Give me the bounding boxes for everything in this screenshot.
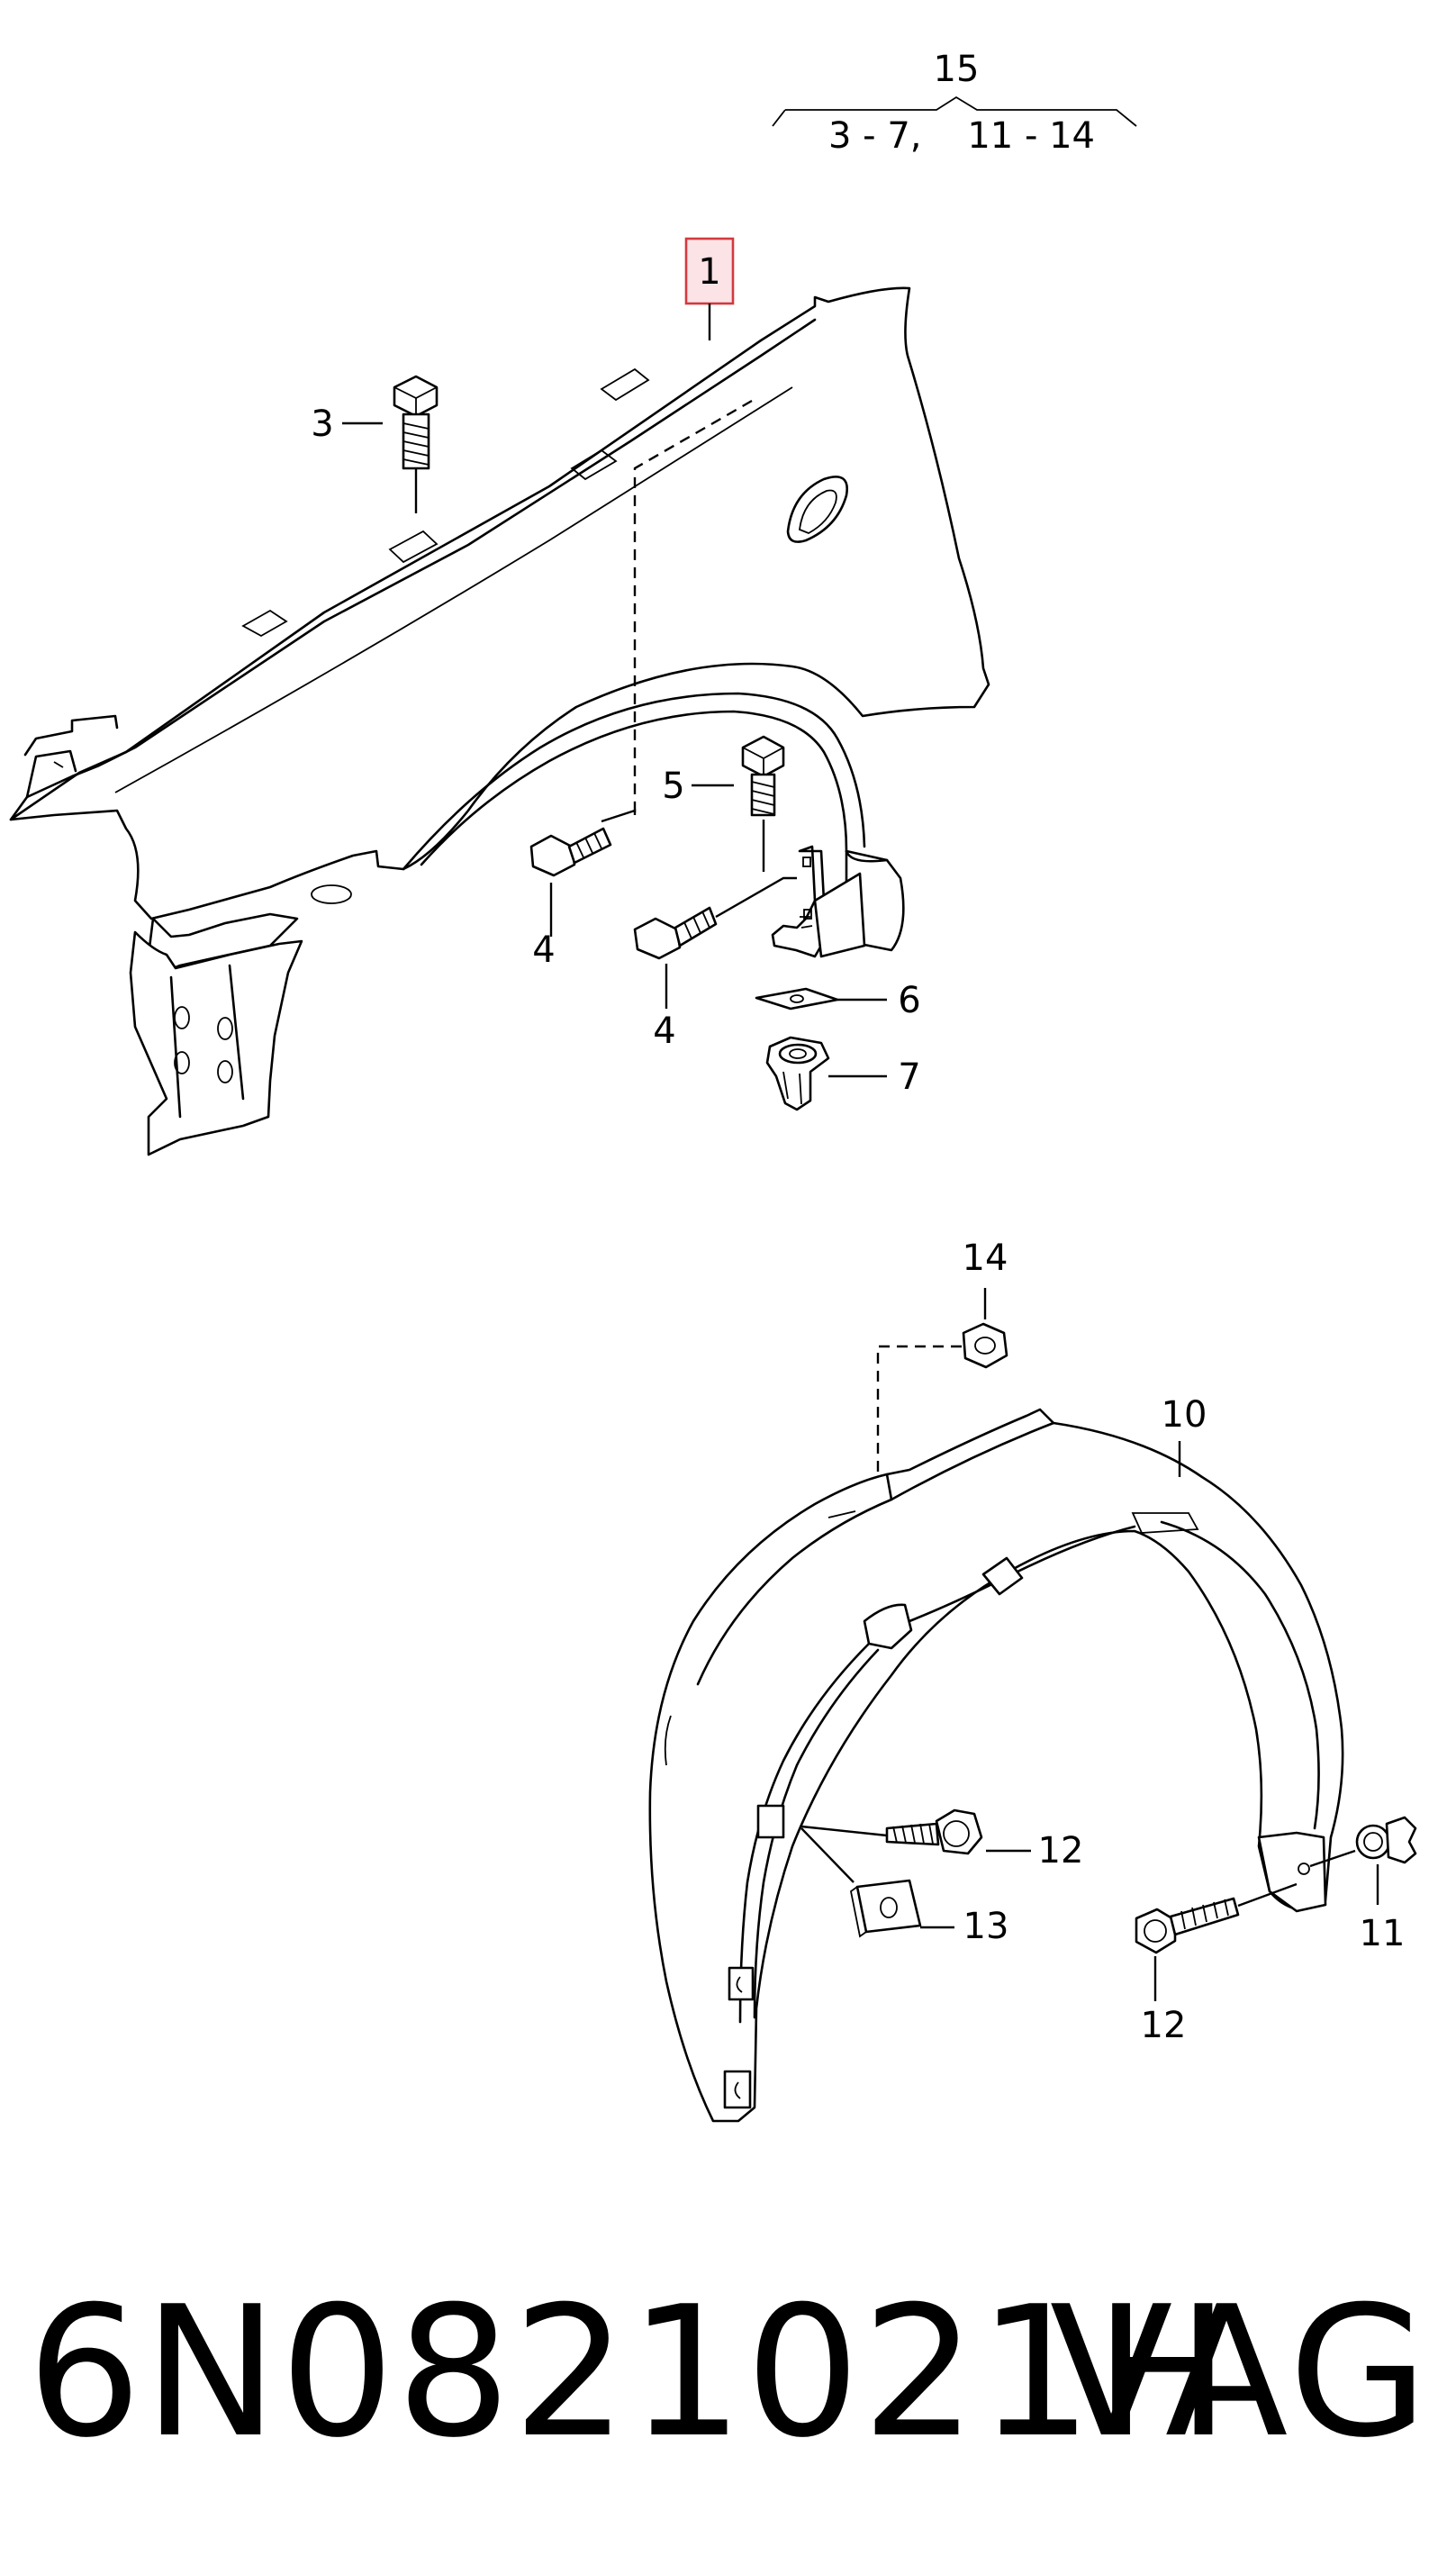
clip-nut-7 bbox=[765, 1036, 887, 1111]
bolt-5 bbox=[692, 735, 785, 872]
screw-12-lower bbox=[1135, 1882, 1298, 2001]
caption-bar: 6N0821021H VAG bbox=[27, 2270, 1432, 2477]
bolt-4-upper bbox=[529, 827, 612, 937]
callout-13: 13 bbox=[963, 1906, 1009, 1947]
clip-11 bbox=[1309, 1816, 1417, 1905]
gasket-6 bbox=[755, 987, 887, 1011]
fender-bracket bbox=[771, 845, 866, 958]
callout-11: 11 bbox=[1360, 1913, 1406, 1954]
nut-14 bbox=[876, 1288, 1008, 1477]
bolt-4-lower bbox=[633, 876, 797, 1009]
screw-12-upper bbox=[800, 1808, 1031, 1855]
group-range: 3 - 7, 11 - 14 bbox=[828, 115, 1095, 157]
callout-12b: 12 bbox=[1141, 2005, 1187, 2046]
callout-4a: 4 bbox=[532, 929, 555, 971]
callout-7: 7 bbox=[898, 1056, 920, 1098]
group-bracket: 15 3 - 7, 11 - 14 bbox=[772, 49, 1137, 157]
callout-3: 3 bbox=[311, 403, 333, 445]
callout-1: 1 bbox=[698, 251, 720, 293]
group-label: 15 bbox=[934, 49, 980, 90]
bolt-3 bbox=[342, 375, 439, 513]
part-number: 6N0821021H bbox=[27, 2268, 1232, 2478]
callout-6: 6 bbox=[898, 980, 920, 1021]
callout-10: 10 bbox=[1162, 1394, 1207, 1436]
callout-5: 5 bbox=[662, 766, 684, 807]
wheel-liner-10 bbox=[648, 1408, 1344, 2123]
callout-4b: 4 bbox=[653, 1011, 675, 1052]
callout-12a: 12 bbox=[1038, 1830, 1084, 1872]
callout-14: 14 bbox=[963, 1237, 1008, 1279]
callout-1-highlight bbox=[684, 237, 735, 305]
fender-part bbox=[9, 286, 990, 1156]
brand-name: VAG bbox=[1049, 2268, 1432, 2478]
speed-nut-13 bbox=[800, 1827, 954, 1938]
